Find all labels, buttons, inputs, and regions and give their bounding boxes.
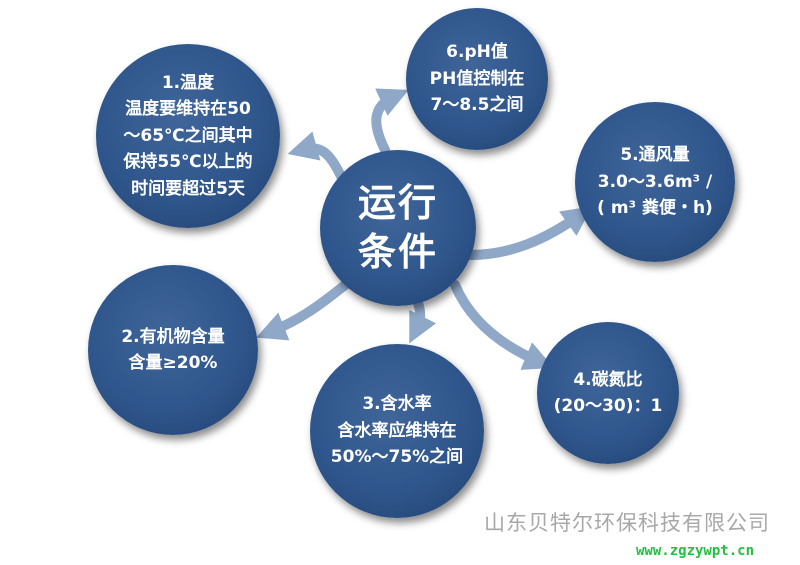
- arrow-to-ph: [371, 88, 409, 155]
- node-organic-matter: 2.有机物含量 含量≥20%: [88, 265, 258, 435]
- node-line: 温度要维持在50: [125, 99, 251, 120]
- node-line: 含水率应维持在: [337, 420, 457, 441]
- node-ph: 6.pH值 PH值控制在 7～8.5之间: [406, 8, 548, 150]
- node-title: 5.通风量: [620, 145, 690, 166]
- node-cn-ratio: 4.碳氮比 (20～30)：1: [537, 322, 679, 464]
- company-watermark: 山东贝特尔环保科技有限公司: [484, 511, 770, 535]
- url-watermark: www.zgzywpt.cn: [636, 543, 755, 559]
- node-line: 含量≥20%: [128, 353, 218, 373]
- center-node: 运行 条件: [320, 150, 476, 306]
- arrow-to-organic: [256, 280, 350, 341]
- node-line: 50%～75%之间: [330, 447, 464, 468]
- node-line: 保持55℃以上的: [123, 152, 253, 173]
- node-moisture: 3.含水率 含水率应维持在 50%～75%之间: [310, 344, 484, 518]
- node-line: 3.0～3.6m³ /: [597, 171, 713, 192]
- node-ventilation: 5.通风量 3.0～3.6m³ / ( m³ 粪便・h): [575, 102, 735, 262]
- node-line: 7～8.5之间: [430, 95, 524, 116]
- node-line: ～65℃之间其中: [123, 125, 253, 146]
- arrow-to-cn-ratio: [450, 280, 554, 370]
- node-temperature: 1.温度 温度要维持在50 ～65℃之间其中 保持55℃以上的 时间要超过5天: [96, 44, 280, 228]
- node-line: 时间要超过5天: [131, 178, 245, 199]
- node-title: 4.碳氮比: [573, 369, 643, 390]
- arrow-to-ventilation: [465, 206, 593, 260]
- center-line-2: 条件: [357, 230, 438, 274]
- node-title: 1.温度: [161, 73, 215, 94]
- node-title: 3.含水率: [362, 394, 432, 415]
- node-title: 6.pH值: [446, 42, 508, 63]
- node-line: ( m³ 粪便・h): [597, 198, 713, 219]
- node-line: (20～30)：1: [553, 396, 663, 416]
- center-line-1: 运行: [357, 180, 438, 225]
- node-title: 2.有机物含量: [121, 326, 225, 347]
- arrow-to-moisture: [409, 298, 437, 344]
- node-line: PH值控制在: [429, 68, 525, 89]
